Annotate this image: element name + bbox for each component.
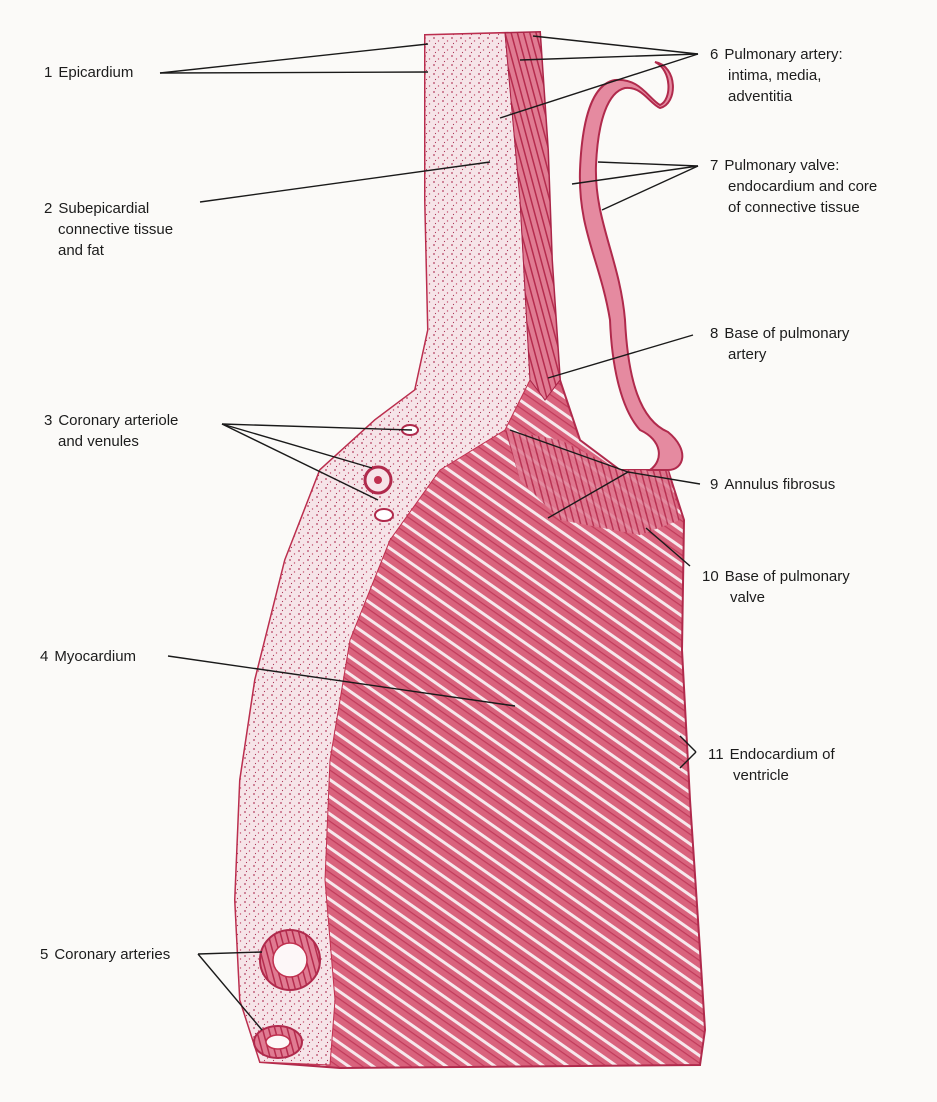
leader-lines: [159, 35, 701, 1031]
subepicardial-fat-region: [234, 32, 531, 1066]
pulmonary-valve-cusp: [578, 61, 684, 471]
coronary-arteries-vessels: [253, 929, 321, 1059]
pulmonary-artery-media: [504, 31, 561, 401]
coronary-arteriole-vessels: [363, 424, 419, 522]
annulus-fibrosus-region: [505, 430, 680, 535]
